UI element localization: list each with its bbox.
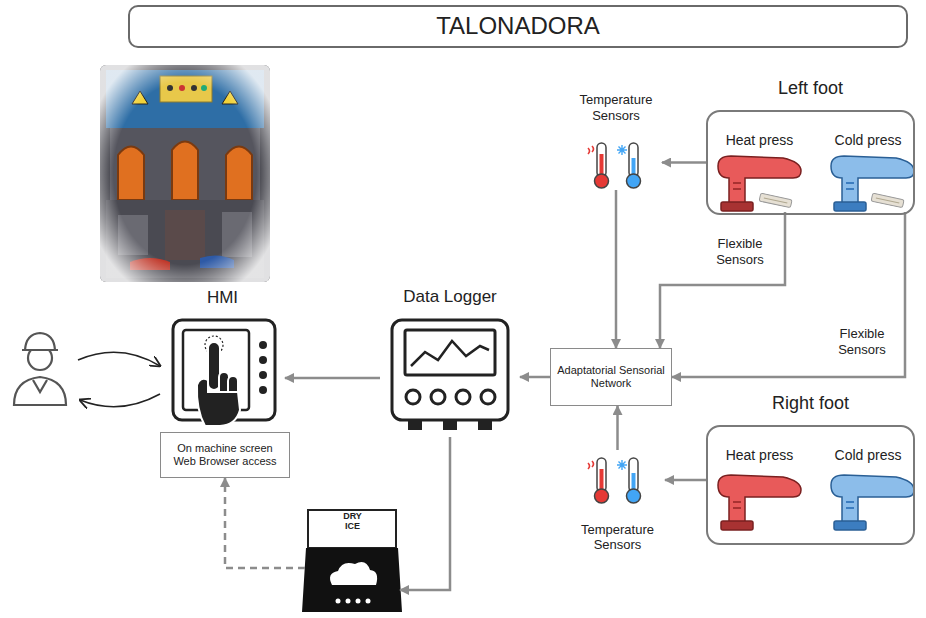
- process-box: On machine screen Web Browser access: [160, 432, 290, 478]
- cold-thermometer: [617, 143, 641, 188]
- flexible-sensor-strip: [871, 193, 904, 207]
- node-label: Data Logger: [380, 287, 520, 307]
- press-unit: Heat press: [712, 132, 807, 212]
- foot-group: Left footHeat pressCold press: [706, 110, 915, 215]
- connector: [225, 478, 305, 568]
- node-label: DRY ICE: [338, 512, 368, 532]
- operator-feedback-arrow: [80, 394, 160, 407]
- machine-photo: [100, 65, 270, 282]
- press-unit: Cold press: [825, 447, 911, 537]
- node-label: On machine screen Web Browser access: [167, 442, 283, 468]
- process-box: Adaptatorial Sensorial Network: [550, 348, 672, 406]
- cold-press-icon: [831, 156, 914, 211]
- node-label: Adaptatorial Sensorial Network: [557, 364, 665, 390]
- hmi-tablet-icon: [173, 320, 275, 426]
- connector: [665, 479, 706, 482]
- press-unit: Heat press: [712, 447, 807, 537]
- data-logger-icon: [392, 320, 508, 430]
- operator-icon: [14, 333, 66, 405]
- heat-press-icon: [718, 156, 801, 211]
- flexible-sensor-strip: [759, 193, 792, 207]
- press-unit: Cold press: [825, 132, 911, 212]
- connector: [400, 437, 450, 590]
- connector: [672, 212, 905, 377]
- device-node: HMI: [160, 288, 285, 428]
- connector: [660, 212, 785, 348]
- edge-label: Flexible Sensors: [702, 236, 778, 267]
- connector: [285, 377, 380, 380]
- connector: [662, 161, 706, 164]
- connector: [616, 406, 619, 450]
- node-label: Heat press: [712, 132, 807, 149]
- foot-group: Right footHeat pressCold press: [706, 425, 915, 545]
- cloud-server-icon: [302, 510, 402, 612]
- node-label: Heat press: [712, 447, 807, 464]
- edge-label: Flexible Sensors: [824, 326, 900, 357]
- hot-thermometer: [588, 458, 609, 503]
- sensor-group: Temperature Sensors: [570, 450, 665, 555]
- node-label: Cold press: [825, 132, 911, 149]
- device-node: Data Logger: [380, 287, 520, 437]
- node-label: Left foot: [708, 78, 913, 100]
- hot-thermometer: [588, 143, 609, 188]
- cold-press-icon: [831, 475, 914, 530]
- title-text: TALONADORA: [436, 12, 600, 41]
- node-label: Temperature Sensors: [570, 522, 665, 553]
- connector: [520, 376, 550, 379]
- cloud-server: DRY ICE: [305, 508, 400, 614]
- node-label: HMI: [160, 288, 285, 308]
- cold-thermometer: [617, 458, 641, 503]
- node-label: Temperature Sensors: [570, 92, 662, 123]
- sensor-group: Temperature Sensors: [570, 92, 662, 190]
- heat-press-icon: [718, 475, 801, 530]
- connector: [615, 190, 618, 348]
- operator-input-arrow: [78, 352, 160, 366]
- node-label: Right foot: [708, 393, 913, 415]
- title-box: TALONADORA: [128, 5, 908, 48]
- node-label: Cold press: [825, 447, 911, 464]
